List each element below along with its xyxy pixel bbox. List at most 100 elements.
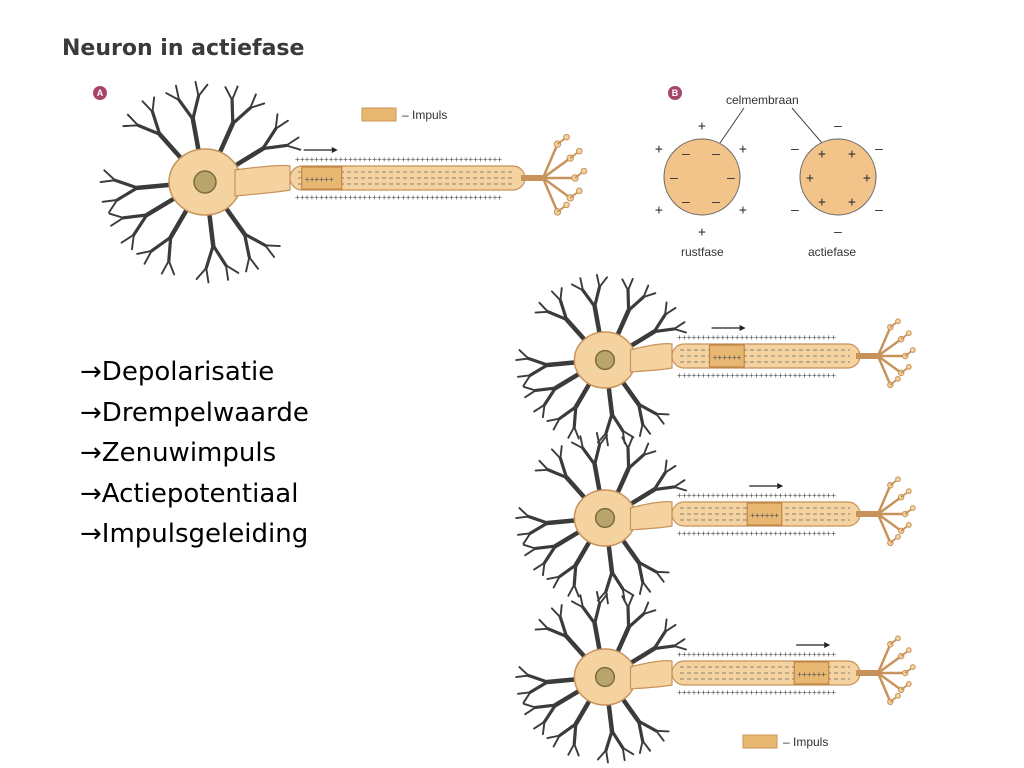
axon-terminal-branch — [877, 496, 902, 516]
membrane-charge: – — [834, 119, 842, 134]
neuron-a: ++++++++++++++++++++++++++++++++++++++++… — [99, 80, 588, 284]
synaptic-knob — [563, 133, 570, 141]
nucleus — [193, 170, 217, 194]
axon-terminal-branch — [876, 484, 892, 515]
synaptic-knob — [895, 692, 901, 699]
axon-terminal-branch — [877, 354, 902, 374]
synaptic-knob — [575, 147, 583, 155]
impulse-region — [746, 502, 783, 526]
synaptic-knob — [895, 635, 901, 642]
synaptic-knob — [895, 476, 901, 483]
axon-charge-row: +++++++++++++++++++++++++++++++++ — [677, 650, 836, 659]
bottom-impulse-legend-swatch — [742, 734, 778, 749]
page-title: Neuron in actiefase — [62, 36, 305, 61]
nucleus — [594, 507, 616, 529]
membrane-charge: + — [655, 142, 663, 157]
membrane-charge: + — [848, 147, 856, 162]
axon-charge-row: +++++++++++++++++++++++++++++++++ — [677, 333, 836, 342]
arrow-icon: → — [80, 438, 102, 468]
synaptic-knob — [905, 488, 912, 495]
synaptic-knob — [580, 167, 588, 175]
impulse-region — [301, 166, 343, 190]
impulse-charge: ++++++ — [305, 175, 334, 184]
neurons-layer: ++++++++++++++++++++++++++++++++++++++++… — [99, 80, 916, 764]
action-membrane-circle — [799, 138, 877, 216]
membrane-charge: – — [712, 195, 720, 210]
neuron-step-1: ++++++++++++++++++++++++++++++++++++++++… — [515, 273, 916, 447]
impulse-charge: ++++++ — [797, 670, 826, 679]
impulse-charge: ++++++ — [750, 511, 779, 520]
panel-b-badge: B — [668, 86, 682, 100]
axon-terminal-branch — [542, 176, 572, 199]
axon-terminal-branch — [877, 671, 902, 691]
synaptic-knob — [905, 330, 912, 337]
membrane-charge: + — [818, 195, 826, 210]
panel-a-badge: A — [93, 86, 107, 100]
nucleus — [594, 666, 616, 688]
axon-terminal-branch — [877, 338, 902, 358]
nucleus — [594, 349, 616, 371]
concept-item: →Impulsgeleiding — [80, 519, 309, 549]
axon-terminal-branch — [876, 643, 892, 674]
neuron-step-3: ++++++++++++++++++++++++++++++++++++++++… — [515, 590, 916, 764]
impulse-region — [793, 661, 830, 685]
impulse-charge: ++++++ — [713, 353, 742, 362]
axon-terminal-branch — [542, 157, 572, 180]
concept-item: →Actiepotentiaal — [80, 478, 299, 509]
concept-item: →Depolarisatie — [80, 357, 275, 387]
arrow-icon: → — [80, 397, 102, 428]
membrane-charge: + — [739, 203, 747, 218]
axon-charge-row: +++++++++++++++++++++++++++++++++ — [677, 491, 836, 500]
axon-terminal-branch — [876, 513, 892, 544]
action-label: actiefase — [808, 245, 856, 259]
axon-terminal-branch — [541, 177, 559, 213]
membrane-charge: + — [806, 171, 814, 186]
axon-terminal-branch — [876, 672, 892, 703]
membrane-charge: – — [834, 225, 842, 240]
axon-terminal-branch — [877, 512, 902, 532]
concept-item: →Zenuwimpuls — [80, 438, 277, 468]
membrane-charge: + — [818, 147, 826, 162]
membrane-charge: + — [698, 119, 706, 134]
membrane-label: celmembraan — [726, 93, 799, 107]
axon-charge-row: ++++++++++++++++++++++++++++++++++++++++… — [295, 193, 502, 202]
synaptic-knob — [909, 347, 916, 353]
neuron-step-2: ++++++++++++++++++++++++++++++++++++++++… — [515, 431, 916, 605]
membrane-charge: – — [791, 203, 799, 218]
impulse-legend-swatch — [361, 107, 397, 122]
membrane-charge: – — [712, 147, 720, 162]
concept-list: →Depolarisatie →Drempelwaarde →Zenuwimpu… — [80, 352, 309, 555]
axon-charge-row: +++++++++++++++++++++++++++++++++ — [677, 529, 836, 538]
impulse-region — [709, 344, 745, 368]
membrane-charge: – — [875, 142, 883, 157]
rest-label: rustfase — [681, 245, 724, 259]
synaptic-knob — [895, 318, 901, 325]
membrane-charge: – — [670, 171, 678, 186]
axon-charge-row: +++++++++++++++++++++++++++++++++ — [677, 371, 836, 380]
membrane-charge: + — [739, 142, 747, 157]
concept-item: →Drempelwaarde — [80, 397, 309, 428]
membrane-charge: – — [875, 203, 883, 218]
membrane-charge: + — [698, 225, 706, 240]
rest-membrane-circle — [663, 138, 741, 216]
membrane-charge: – — [727, 171, 735, 186]
synaptic-knob — [909, 664, 916, 670]
axon-charge-row: ++++++++++++++++++++++++++++++++++++++++… — [295, 155, 502, 164]
membrane-charges: ++++++––––––––––––++++++ — [655, 119, 883, 240]
arrow-icon: → — [80, 519, 102, 549]
synaptic-knob — [905, 647, 912, 654]
panel-b-membranes: celmembraan rustfase actiefase ++++++–––… — [655, 93, 883, 259]
membrane-charge: + — [655, 203, 663, 218]
synaptic-knob — [905, 681, 912, 687]
membrane-charge: + — [848, 195, 856, 210]
synaptic-knob — [895, 533, 901, 540]
synaptic-knob — [895, 375, 901, 382]
impulse-legend-label: – Impuls — [402, 108, 447, 122]
axon-charge-row: +++++++++++++++++++++++++++++++++ — [677, 688, 836, 697]
axon-terminal-branch — [541, 143, 559, 179]
membrane-charge: – — [791, 142, 799, 157]
synaptic-knob — [905, 522, 912, 528]
synaptic-knob — [909, 505, 916, 511]
arrow-icon: → — [80, 357, 102, 387]
